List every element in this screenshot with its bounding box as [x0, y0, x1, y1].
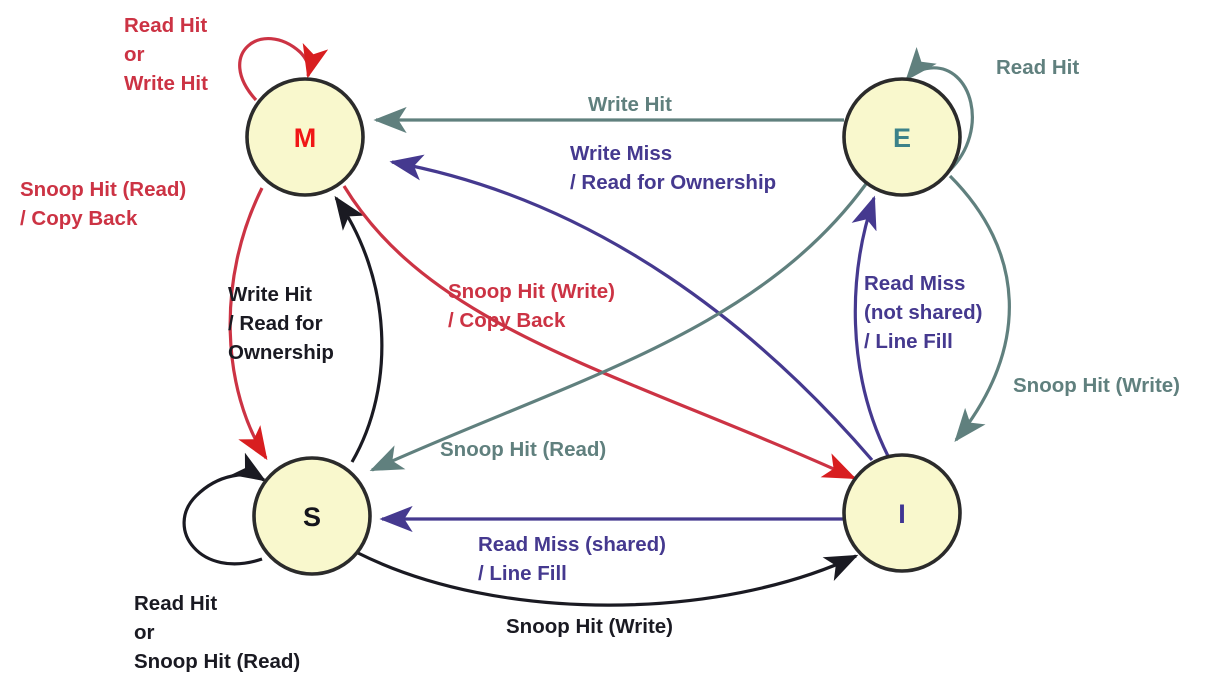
state-label-m: M	[294, 123, 317, 153]
edge-label-i-to-s: Read Miss (shared) / Line Fill	[478, 533, 666, 585]
edge-label-s-to-s-line2: or	[134, 621, 155, 644]
edge-label-s-to-i: Snoop Hit (Write)	[506, 615, 673, 638]
edge-label-i-to-s-line1: Read Miss (shared)	[478, 533, 666, 556]
state-label-i: I	[898, 499, 906, 529]
edge-label-i-to-s-line2: / Line Fill	[478, 562, 567, 585]
edge-m-to-s	[228, 187, 268, 461]
edge-label-m-to-m-line3: Write Hit	[124, 72, 208, 95]
edge-label-m-to-m: Read Hit or Write Hit	[124, 14, 208, 95]
edge-label-m-to-s-line2: / Copy Back	[20, 207, 138, 230]
state-label-s: S	[303, 502, 321, 532]
edge-label-m-to-i: Snoop Hit (Write) / Copy Back	[448, 280, 615, 332]
edge-label-e-to-s-line1: Snoop Hit (Read)	[440, 438, 606, 461]
edge-label-i-to-m: Write Miss / Read for Ownership	[570, 142, 776, 194]
edge-label-s-to-m-line2: / Read for	[228, 312, 323, 335]
edge-label-i-to-e-line1: Read Miss	[864, 272, 965, 295]
edge-label-m-to-i-line1: Snoop Hit (Write)	[448, 280, 615, 303]
edge-e-to-e	[905, 47, 974, 172]
edge-label-m-to-s: Snoop Hit (Read) / Copy Back	[20, 178, 186, 230]
edge-m-to-i	[342, 185, 857, 480]
edge-label-s-to-i-line1: Snoop Hit (Write)	[506, 615, 673, 638]
edge-i-to-e	[851, 195, 890, 457]
state-circle-m	[245, 77, 365, 197]
edge-label-s-to-m: Write Hit / Read for Ownership	[228, 283, 334, 364]
edge-label-i-to-e: Read Miss (not shared) / Line Fill	[864, 272, 982, 353]
edge-label-e-to-s: Snoop Hit (Read)	[440, 438, 606, 461]
edge-label-i-to-e-line3: / Line Fill	[864, 330, 953, 353]
edge-label-e-to-m: Write Hit	[588, 93, 672, 116]
edge-label-e-to-e: Read Hit	[996, 56, 1079, 79]
edge-label-m-to-i-line2: / Copy Back	[448, 309, 566, 332]
state-node-i[interactable]: I	[842, 453, 962, 573]
edge-label-e-to-i: Snoop Hit (Write)	[1013, 374, 1180, 397]
edge-s-to-i	[357, 551, 859, 607]
edge-s-to-m	[334, 195, 384, 463]
state-node-s[interactable]: S	[252, 456, 372, 576]
edge-label-e-to-m-line1: Write Hit	[588, 93, 672, 116]
edge-m-to-m	[238, 37, 329, 102]
edge-s-to-s	[182, 452, 267, 566]
edge-label-i-to-m-line1: Write Miss	[570, 142, 672, 165]
edge-label-s-to-s-line1: Read Hit	[134, 592, 217, 615]
edge-label-e-to-e-line1: Read Hit	[996, 56, 1079, 79]
state-circle-s	[252, 456, 372, 576]
edge-label-s-to-m-line3: Ownership	[228, 341, 334, 364]
edge-label-s-to-m-line1: Write Hit	[228, 283, 312, 306]
state-circle-e	[842, 77, 962, 197]
edge-e-to-i	[948, 174, 1011, 442]
edge-label-e-to-i-line1: Snoop Hit (Write)	[1013, 374, 1180, 397]
edge-label-m-to-s-line1: Snoop Hit (Read)	[20, 178, 186, 201]
edge-e-to-s	[369, 183, 868, 472]
state-circle-i	[842, 453, 962, 573]
edge-i-to-m	[389, 154, 874, 462]
state-label-e: E	[893, 123, 911, 153]
edge-label-i-to-m-line2: / Read for Ownership	[570, 171, 776, 194]
edge-label-i-to-e-line2: (not shared)	[864, 301, 982, 324]
edge-label-m-to-m-line1: Read Hit	[124, 14, 207, 37]
edge-label-m-to-m-line2: or	[124, 43, 145, 66]
state-node-m[interactable]: M	[245, 77, 365, 197]
state-node-e[interactable]: E	[842, 77, 962, 197]
edge-label-s-to-s: Read Hit or Snoop Hit (Read)	[134, 592, 300, 673]
edge-label-s-to-s-line3: Snoop Hit (Read)	[134, 650, 300, 673]
